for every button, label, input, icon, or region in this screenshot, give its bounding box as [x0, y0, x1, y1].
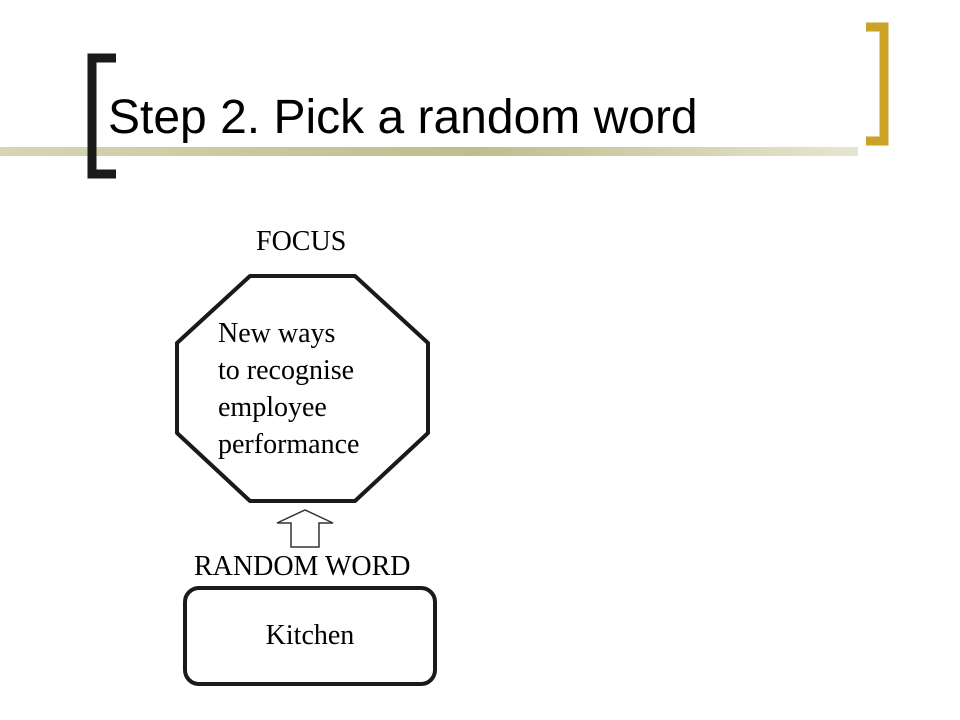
- left-bracket: [87, 53, 116, 179]
- focus-line: New ways: [218, 318, 336, 349]
- random-word-text: Kitchen: [265, 620, 355, 651]
- slide-title: Step 2. Pick a random word: [108, 91, 698, 144]
- up-arrow: [276, 509, 334, 548]
- focus-octagon: [175, 274, 430, 503]
- focus-label: FOCUS: [256, 226, 347, 257]
- focus-line: to recognise: [218, 355, 355, 386]
- random-word-label: RANDOM WORD: [194, 551, 411, 582]
- focus-line: employee: [218, 392, 327, 423]
- random-word-box: [183, 586, 437, 686]
- title-underline: [0, 147, 858, 156]
- right-bracket: [866, 22, 889, 146]
- focus-line: performance: [218, 429, 360, 460]
- focus-description: New ways to recognise employee performan…: [218, 315, 418, 463]
